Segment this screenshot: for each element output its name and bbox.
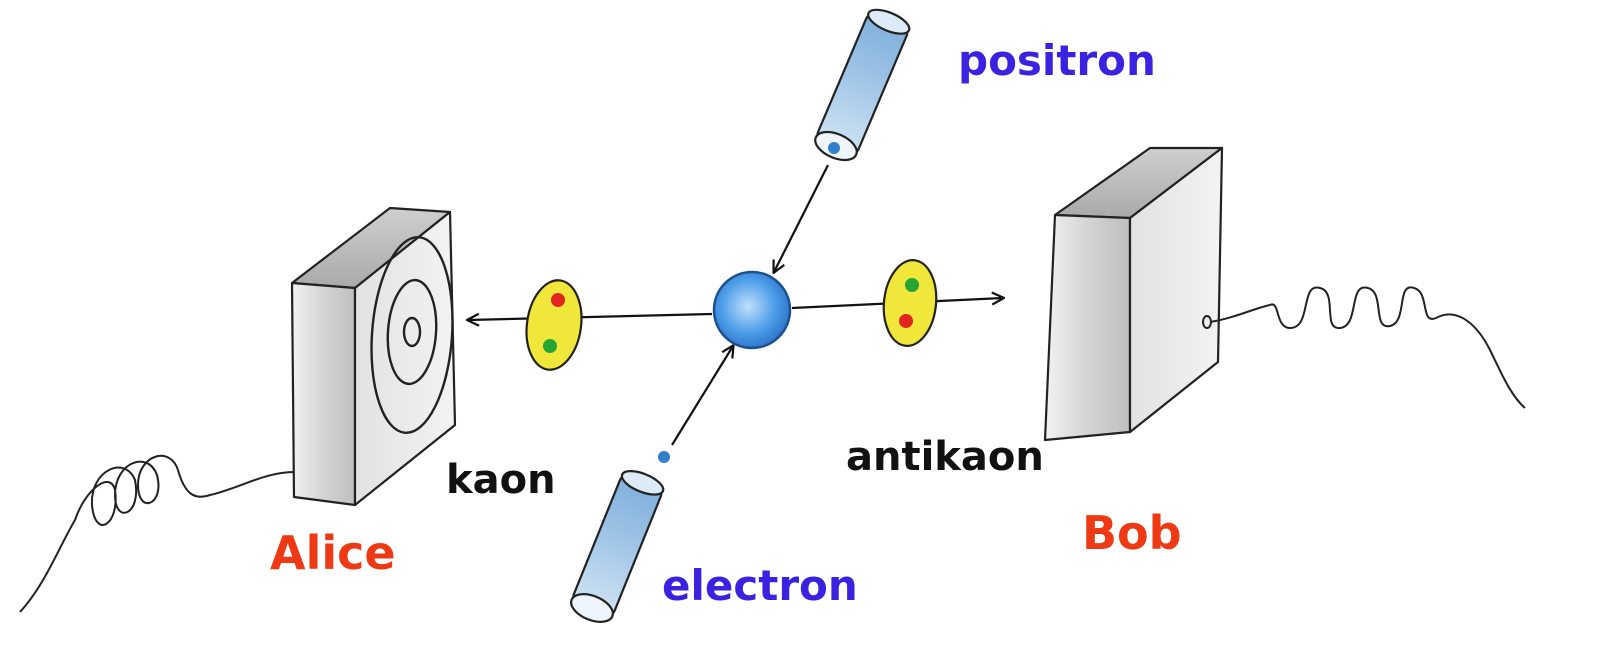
kaon-arrow bbox=[468, 314, 713, 320]
electron-particle bbox=[658, 451, 670, 463]
bob-detector-front bbox=[1043, 213, 1132, 442]
antikaon-label: antikaon bbox=[846, 434, 1044, 480]
kaon-particle bbox=[468, 279, 713, 371]
positron-label: positron bbox=[958, 36, 1156, 85]
kaon-body bbox=[525, 279, 583, 371]
antikaon-quark-red bbox=[899, 314, 913, 328]
positron-arrow bbox=[774, 164, 829, 272]
antikaon-body bbox=[882, 259, 938, 347]
positron-beam bbox=[774, 8, 911, 272]
electron-tube-end bbox=[620, 470, 665, 496]
kaon-quark-green bbox=[543, 339, 557, 353]
bob-cable bbox=[1209, 286, 1526, 409]
alice-cable bbox=[19, 454, 295, 613]
electron-tube-mouth bbox=[570, 593, 614, 623]
antikaon-particle bbox=[791, 259, 1003, 347]
electron-beam bbox=[570, 346, 733, 623]
alice-label: Alice bbox=[270, 526, 396, 580]
target-icon bbox=[370, 235, 454, 435]
antikaon-quark-green bbox=[905, 278, 919, 292]
alice-detector bbox=[19, 206, 457, 613]
bob-detector-side bbox=[1128, 146, 1224, 434]
electron-arrow bbox=[671, 346, 733, 446]
alice-detector-front bbox=[290, 281, 357, 507]
positron-particle bbox=[828, 142, 840, 154]
collision-ball bbox=[712, 270, 792, 350]
bob-detector bbox=[1043, 146, 1526, 442]
kaon-label: kaon bbox=[446, 457, 556, 503]
kaon-quark-red bbox=[551, 293, 565, 307]
electron-label: electron bbox=[662, 561, 858, 610]
positron-tube-end bbox=[867, 8, 911, 35]
bob-label: Bob bbox=[1082, 506, 1182, 560]
